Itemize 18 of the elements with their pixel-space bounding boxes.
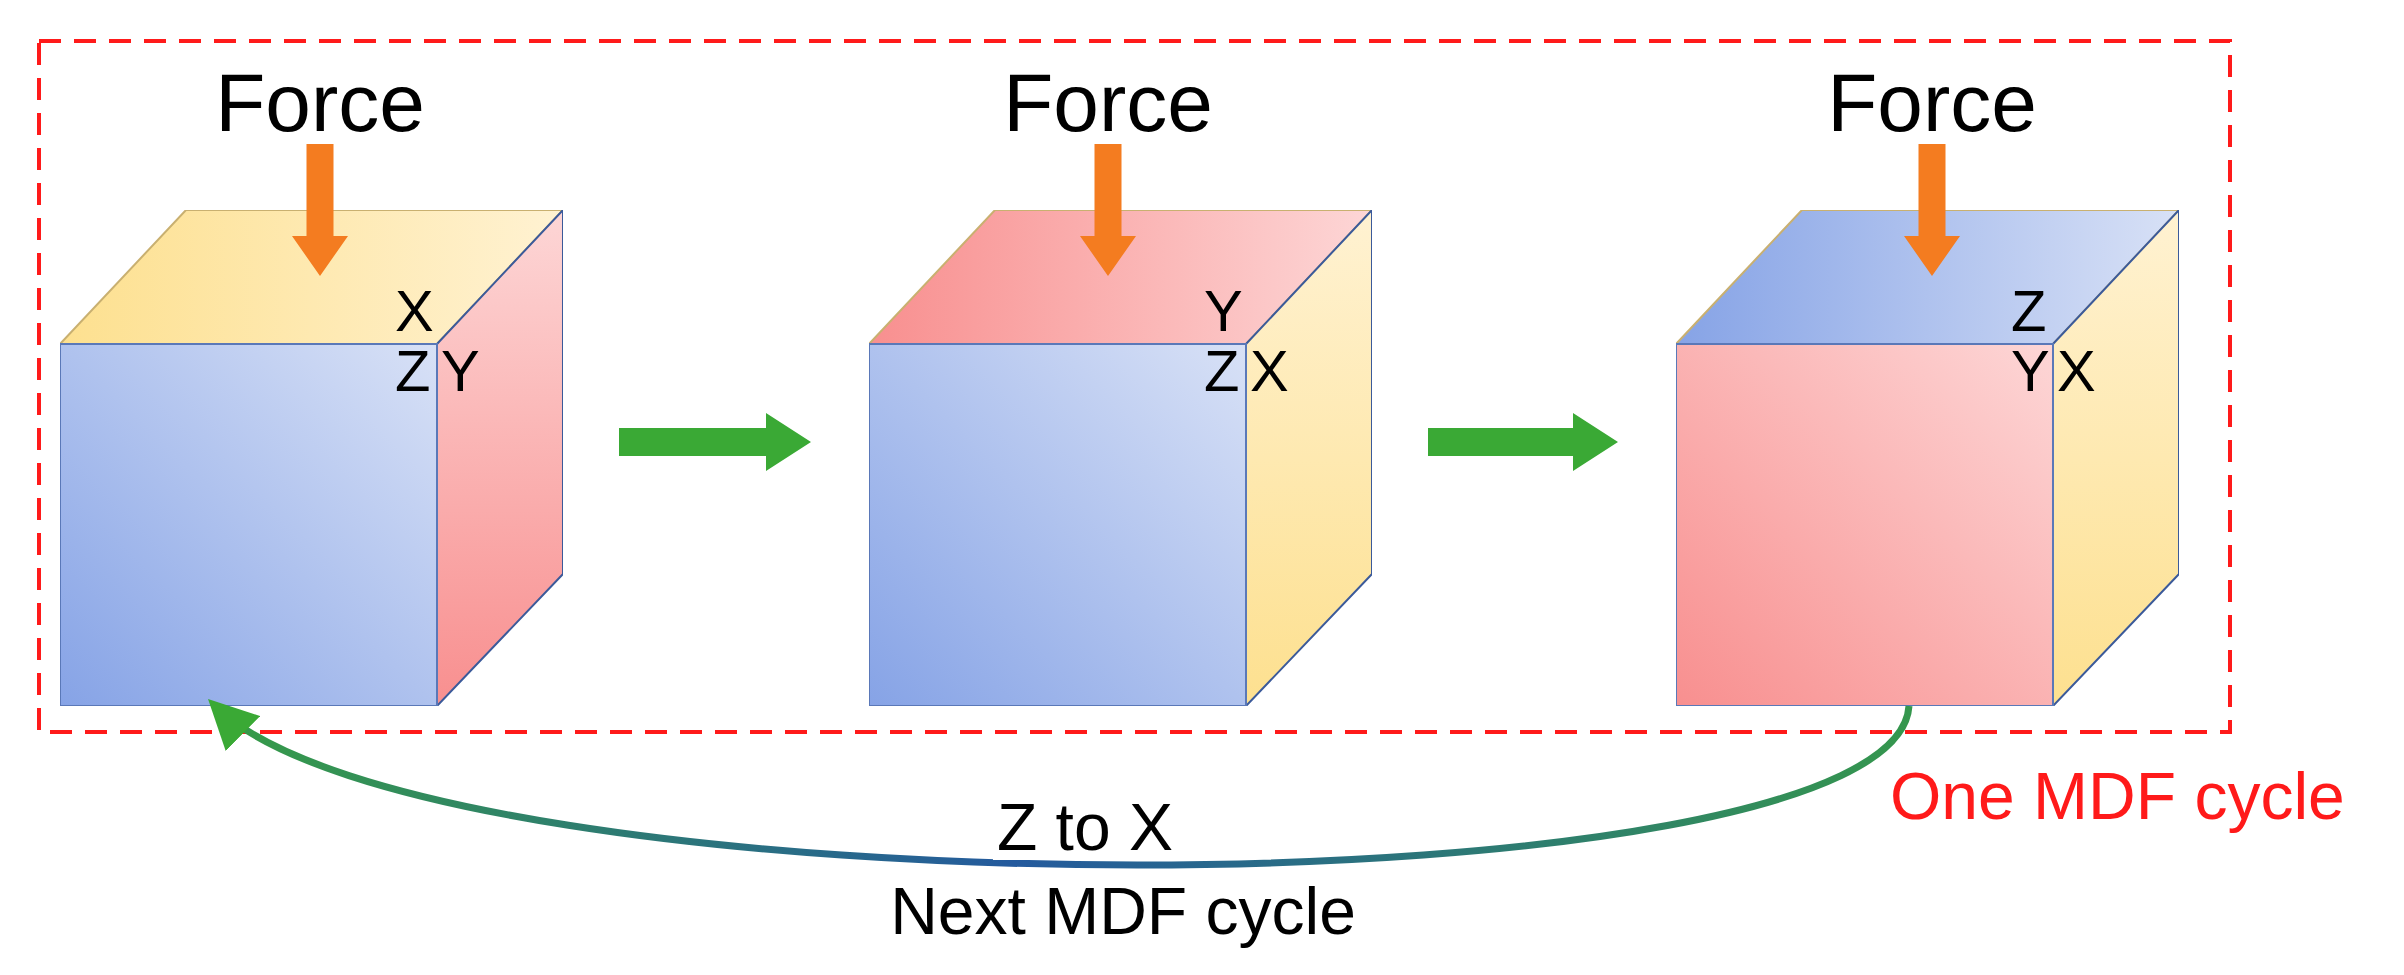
axis-label: X (1250, 342, 1289, 400)
axis-label: Y (2011, 342, 2050, 400)
arrow (1080, 144, 1136, 276)
force-label: Force (200, 62, 440, 144)
axis-label: Z (2011, 282, 2047, 340)
axis-label: X (395, 282, 434, 340)
arrow (1904, 144, 1960, 276)
arrow (1428, 413, 1618, 471)
axis-label: Z (1204, 342, 1240, 400)
axis-label: Y (441, 342, 480, 400)
axis-label: X (2057, 342, 2096, 400)
arrow (619, 413, 811, 471)
axis-label: Z (395, 342, 431, 400)
curved-arrow (206, 700, 1912, 869)
force-label: Force (1812, 62, 2052, 144)
force-label: Force (988, 62, 1228, 144)
arrow (292, 144, 348, 276)
axis-label: Y (1204, 282, 1243, 340)
